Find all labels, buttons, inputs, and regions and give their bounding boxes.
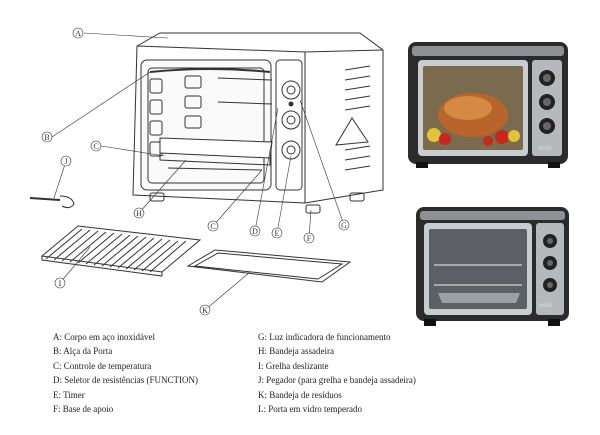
legend-item-k: K: Bandeja de resíduos xyxy=(258,389,342,400)
callout-h: H xyxy=(136,209,142,218)
legend-item-d: D: Seletor de resistências (FUNCTION) xyxy=(53,375,198,386)
legend-item-b: B: Alça da Porta xyxy=(53,346,113,357)
oven-body-drawing xyxy=(132,32,384,214)
legend-item-j: J: Pegador (para grelha e bandeja assade… xyxy=(258,375,416,386)
callout-a: A xyxy=(75,29,81,38)
legend-item-c: C: Controle de temperatura xyxy=(53,360,152,371)
tray-handle-drawing xyxy=(29,195,75,209)
callout-b: B xyxy=(44,133,49,142)
legend-item-e: E: Timer xyxy=(53,389,85,400)
legend-item-h: H: Bandeja assadeira xyxy=(258,346,334,357)
oven-photo-roast-chicken: vicini xyxy=(408,42,568,168)
legend-item-i: I: Grelha deslizante xyxy=(258,360,329,371)
legend-item-l: L: Porta em vidro temperado xyxy=(258,404,362,415)
brand-label-2: vicini xyxy=(539,303,552,309)
legend-item-f: F: Base de apoio xyxy=(53,404,114,415)
callout-f: F xyxy=(307,234,312,243)
grill-rack-drawing xyxy=(40,225,202,277)
callout-j: J xyxy=(64,157,67,166)
crumb-tray-drawing xyxy=(186,249,352,283)
oven-exploded-diagram: A B C J I H C D E F G K xyxy=(29,27,384,316)
legend-left-column: A: Corpo em aço inoxidável B: Alça da Po… xyxy=(53,330,198,416)
legend-item-a: A: Corpo em aço inoxidável xyxy=(53,332,155,342)
callout-c-2: C xyxy=(210,222,215,231)
callout-c: C xyxy=(93,142,98,151)
brand-label: vicini xyxy=(538,146,551,152)
callout-g: G xyxy=(341,221,347,230)
legend-right-column: G: Luz indicadora de funcionamento H: Ba… xyxy=(258,330,416,416)
callout-i: I xyxy=(59,279,62,288)
oven-photo-empty: vicini xyxy=(416,207,569,326)
callout-e: E xyxy=(275,229,280,238)
callout-k: K xyxy=(202,306,208,315)
legend-item-g: G: Luz indicadora de funcionamento xyxy=(258,332,391,342)
callout-d: D xyxy=(252,227,258,236)
